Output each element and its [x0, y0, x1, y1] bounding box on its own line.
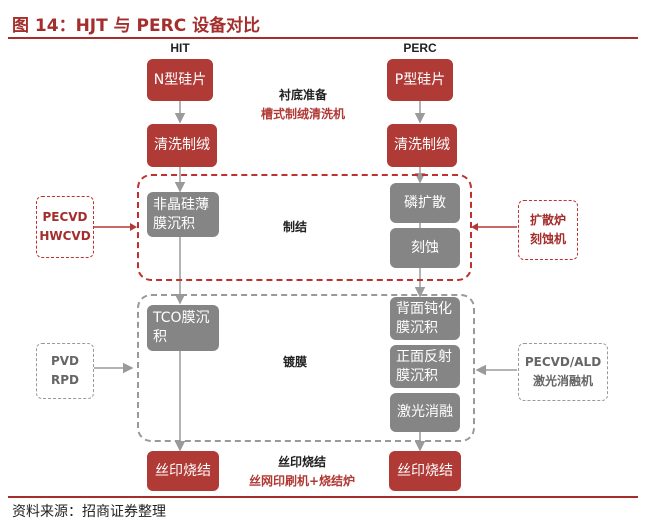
equipment-pvd: PVD	[50, 354, 80, 369]
equipment-pecvd-ald: PECVD/ALD	[524, 355, 602, 370]
hjt-coating-equipment: PVD RPD	[36, 343, 94, 399]
hjt-step-tco: TCO膜沉积	[147, 305, 219, 351]
stage-substrate: 衬底准备 槽式制绒清洗机	[228, 86, 378, 124]
equipment-rpd: RPD	[51, 373, 79, 387]
junction-region	[137, 174, 472, 281]
perc-step-p-wafer: P型硅片	[387, 59, 453, 101]
perc-step-phosphorus-diffusion: 磷扩散	[390, 183, 460, 223]
stage-printing-equipment: 丝网印刷机+烧结炉	[248, 474, 356, 489]
figure-title: 图 14：HJT 与 PERC 设备对比	[12, 16, 261, 36]
perc-step-texturing: 清洗制绒	[387, 124, 457, 167]
equipment-etcher: 刻蚀机	[529, 232, 566, 246]
hjt-step-n-wafer: N型硅片	[147, 59, 213, 101]
arrowhead-pecvd	[130, 223, 137, 231]
hjt-junction-equipment: PECVD HWCVD	[36, 196, 94, 258]
stage-substrate-equipment: 槽式制绒清洗机	[260, 107, 345, 122]
hjt-column-header: HIT	[170, 41, 190, 55]
equipment-diffusion-furnace: 扩散炉	[529, 213, 566, 228]
stage-junction: 制结	[250, 218, 340, 237]
perc-step-rear-passivation: 背面钝化膜沉积	[390, 297, 460, 340]
stage-coating: 镀膜	[250, 353, 340, 372]
perc-step-printing: 丝印烧结	[389, 451, 461, 491]
perc-coating-equipment: PECVD/ALD 激光消融机	[518, 343, 608, 401]
stage-printing-label: 丝印烧结	[277, 455, 326, 469]
perc-step-front-antireflection: 正面反射膜沉积	[390, 345, 460, 388]
arrowhead-diffusion	[471, 223, 478, 231]
equipment-pecvd: PECVD	[42, 210, 88, 225]
hjt-step-texturing: 清洗制绒	[147, 124, 217, 167]
hjt-step-printing: 丝印烧结	[147, 451, 219, 491]
stage-substrate-label: 衬底准备	[278, 88, 327, 102]
perc-junction-equipment: 扩散炉 刻蚀机	[518, 200, 578, 260]
source-note: 资料来源：招商证券整理	[12, 504, 166, 520]
hjt-step-amorphous-silicon: 非晶硅薄膜沉积	[147, 192, 219, 237]
title-rule	[8, 37, 638, 39]
equipment-laser-ablation: 激光消融机	[532, 374, 593, 388]
perc-step-etching: 刻蚀	[390, 228, 460, 268]
stage-coating-label: 镀膜	[282, 355, 307, 369]
stage-printing: 丝印烧结 丝网印刷机+烧结炉	[222, 453, 382, 491]
stage-junction-label: 制结	[282, 220, 307, 234]
perc-column-header: PERC	[403, 41, 437, 55]
source-rule	[8, 496, 638, 498]
coating-region	[137, 294, 475, 442]
equipment-hwcvd: HWCVD	[39, 229, 91, 243]
perc-step-laser-ablation: 激光消融	[390, 393, 460, 432]
